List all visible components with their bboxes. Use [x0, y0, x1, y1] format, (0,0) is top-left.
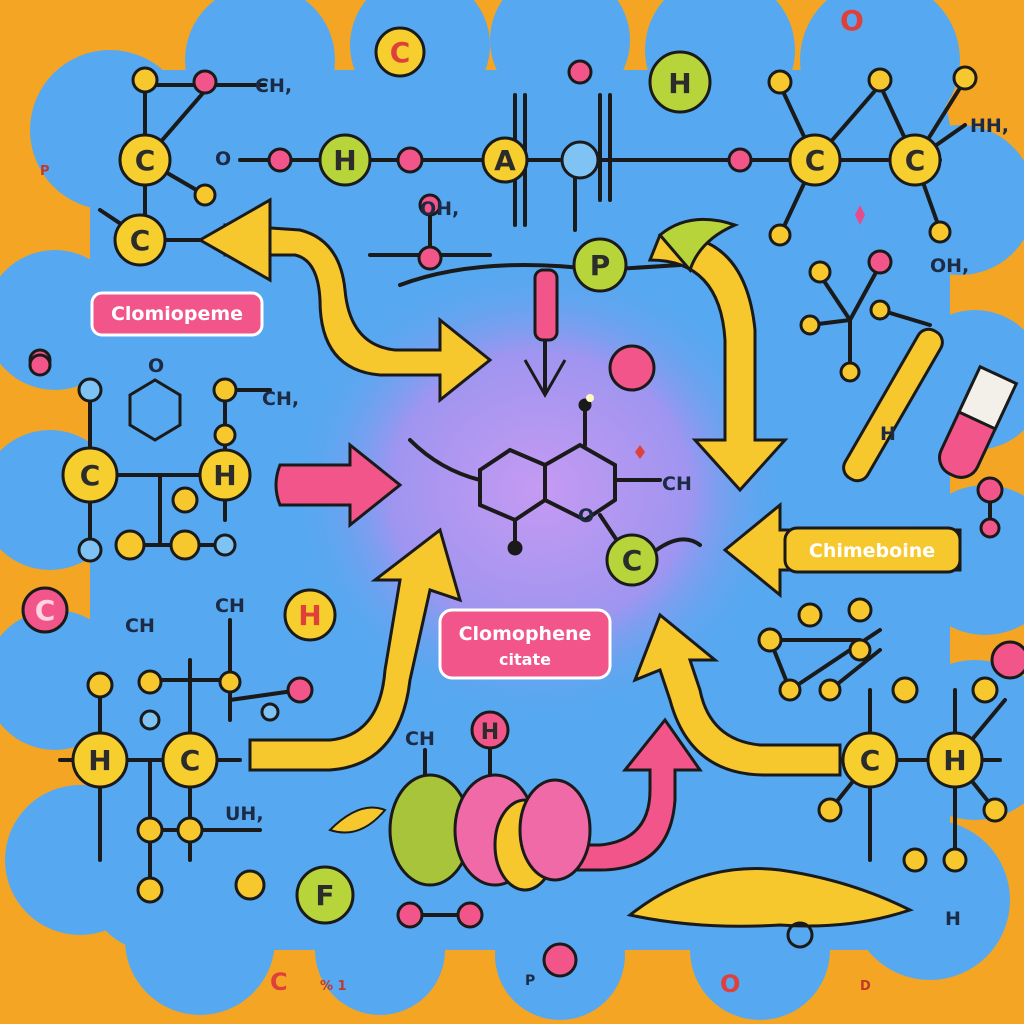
tag-left-label: Clomiopeme: [111, 303, 243, 325]
atom-h-top-chain: H: [320, 135, 370, 185]
fragment-ch-bottom: CH: [405, 728, 435, 750]
atom-c-top-right-2: C: [890, 135, 940, 185]
svg-text:C: C: [622, 544, 643, 577]
tag-right: Chimeboine: [785, 528, 960, 572]
fragment-d-bottom-right: D: [860, 979, 871, 994]
pipette-center: [535, 270, 557, 340]
svg-text:H: H: [298, 599, 321, 632]
fragment-ch-low-left-b: CH: [125, 615, 155, 637]
svg-text:C: C: [80, 459, 101, 492]
fragment-o-bottom-right: O: [720, 970, 740, 998]
atom-c-center: C: [607, 535, 657, 585]
atom-c-top-left-2: C: [115, 215, 165, 265]
svg-text:H: H: [943, 744, 966, 777]
atom-c-mid-left: C: [63, 448, 117, 502]
atom-p-top-center: P: [574, 239, 626, 291]
fragment-o-center: O: [578, 505, 594, 527]
atom-a-top-chain: A: [483, 138, 527, 182]
atom-pink-center: [610, 346, 654, 390]
tag-center-label-1: Clomophene: [459, 623, 592, 645]
atom-h-low-right: H: [928, 733, 982, 787]
tag-center: Clomophene citate: [440, 610, 610, 678]
fragment-oh-top-center: OH,: [420, 198, 459, 220]
svg-text:H: H: [481, 720, 499, 745]
fragment-ch-center: CH: [662, 473, 692, 495]
atom-h-low-left-badge: H: [285, 590, 335, 640]
svg-text:P: P: [590, 249, 611, 282]
atom-h-bottom-pink: H: [472, 712, 508, 748]
tag-right-label: Chimeboine: [809, 540, 935, 562]
svg-text:A: A: [494, 144, 516, 177]
fragment-percent-bottom: % 1: [320, 979, 347, 994]
svg-text:H: H: [668, 67, 691, 100]
svg-text:H: H: [213, 459, 236, 492]
fragment-p-left-edge: P: [40, 164, 50, 179]
atom-c-left-edge: C: [23, 588, 67, 632]
atom-h-top-badge: H: [650, 52, 710, 112]
svg-text:H: H: [88, 744, 111, 777]
fragment-hh-top-right: HH,: [970, 115, 1009, 137]
atom-f-bottom: F: [297, 867, 353, 923]
atom-c-top-right-1: C: [790, 135, 840, 185]
fragment-p-bottom: P: [525, 973, 535, 989]
svg-text:F: F: [315, 879, 334, 912]
svg-text:C: C: [135, 144, 156, 177]
svg-text:H: H: [333, 144, 356, 177]
svg-text:C: C: [805, 144, 826, 177]
fragment-ch3-top-left: CH,: [255, 75, 292, 97]
atom-c-top-corner: C: [376, 28, 424, 76]
atom-c-low-left: C: [163, 733, 217, 787]
fragment-o-ring: O: [148, 355, 164, 377]
fragment-oh-right: OH,: [930, 255, 969, 277]
fragment-c-bottom-corner: C: [270, 968, 288, 996]
atom-c-top-left-1: C: [120, 135, 170, 185]
atom-blue-top: [562, 142, 598, 178]
fragment-o-top-chain: O: [215, 148, 231, 170]
svg-text:C: C: [130, 224, 151, 257]
svg-text:C: C: [35, 594, 56, 627]
svg-text:C: C: [905, 144, 926, 177]
fragment-uh-bottom: UH,: [225, 803, 264, 825]
atom-h-low-left: H: [73, 733, 127, 787]
atom-h-mid-left: H: [200, 450, 250, 500]
tag-left: Clomiopeme: [92, 293, 262, 335]
svg-text:C: C: [390, 36, 411, 69]
fragment-ch3-mid-left: CH,: [262, 388, 299, 410]
fragment-ch-low-left-a: CH: [215, 595, 245, 617]
brains: [390, 775, 590, 890]
svg-text:C: C: [180, 744, 201, 777]
tag-center-label-2: citate: [499, 650, 551, 669]
fragment-h-tube: H: [880, 423, 896, 445]
fragment-o-top-right: O: [840, 4, 864, 37]
fragment-h-bottom-right: H: [945, 908, 961, 930]
atom-c-low-right: C: [843, 733, 897, 787]
svg-text:C: C: [860, 744, 881, 777]
